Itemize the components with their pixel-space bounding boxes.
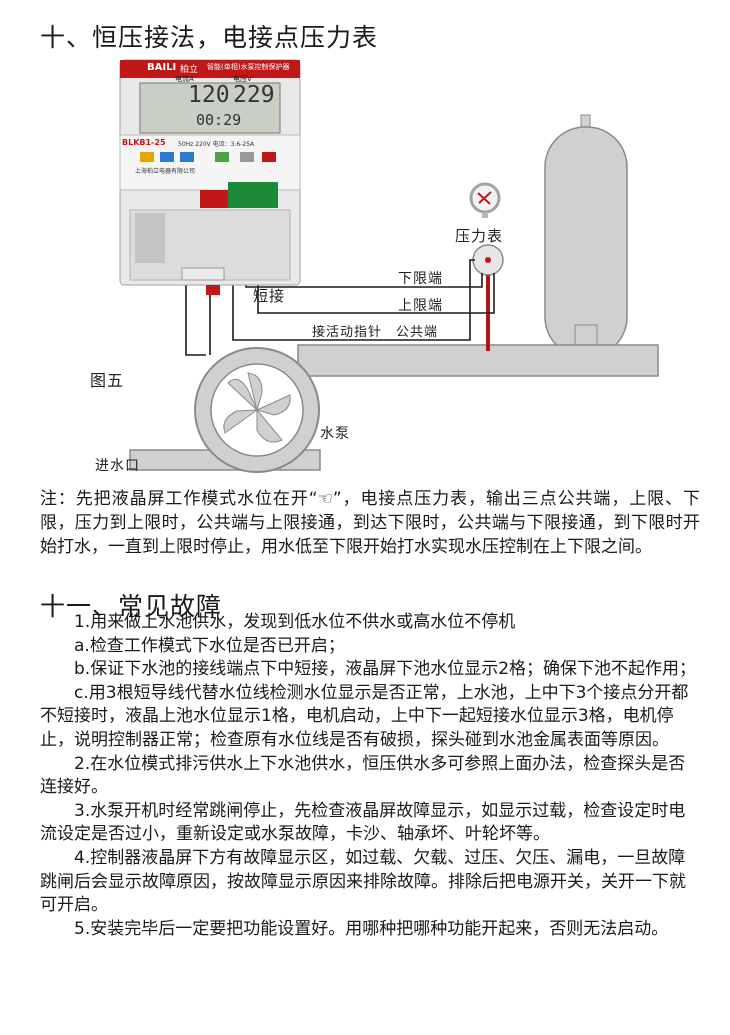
device-col-a: 电流A xyxy=(175,75,194,83)
label-pump: 水泵 xyxy=(320,426,350,442)
section-heading-10: 十、恒压接法，电接点压力表 xyxy=(40,23,379,52)
fault-list: 1.用来做上水池供水，发现到低水位不供水或高水位不停机 a.检查工作模式下水位是… xyxy=(40,611,700,941)
fault-item: b.保证下水池的接线端点下中短接，液晶屏下池水位显示2格；确保下池不起作用； xyxy=(40,659,697,680)
lcd-voltage: 229 xyxy=(233,82,275,108)
note-text: 注：先把液晶屏工作模式水位在开“☜”，电接点压力表，输出三点公共端，上限、下限，… xyxy=(40,489,700,557)
fault-item: 2.在水位模式排污供水上下水池供水，恒压供水多可参照上面办法，检查探头是否连接好… xyxy=(40,753,686,798)
outlet-pipe xyxy=(297,344,659,377)
gauge-photo xyxy=(469,182,501,218)
device-subtitle: 智能(单相)水泵控制保护器 xyxy=(207,63,290,71)
label-upper-limit: 上限端 xyxy=(398,298,443,314)
label-common: 接活动指针 公共端 xyxy=(312,325,439,340)
lcd-time: 00:29 xyxy=(196,111,242,129)
fault-item: 1.用来做上水池供水，发现到低水位不供水或高水位不停机 xyxy=(40,612,516,632)
device-spec: 50Hz 220V 电流：3.6-25A xyxy=(178,141,255,148)
fault-item: 5.安装完毕后一定要把功能设置好。用哪种把哪种功能开起来，否则无法启动。 xyxy=(40,918,669,939)
section-heading-11: 十一、常见故障 xyxy=(40,592,223,621)
device-col-v: 电压V xyxy=(233,75,252,83)
label-lower-limit: 下限端 xyxy=(398,271,443,287)
fault-item: 3.水泵开机时经常跳闸停止，先检查液晶屏故障显示，如显示过载，检查设定时电流设定… xyxy=(40,800,686,845)
diagram-drawing xyxy=(119,59,659,473)
label-inlet: 进水口 xyxy=(95,458,140,474)
lcd-current: 120 xyxy=(188,82,230,108)
label-figure: 图五 xyxy=(90,371,125,390)
note-paragraph: 注：先把液晶屏工作模式水位在开“☜”，电接点压力表，输出三点公共端，上限、下限，… xyxy=(40,487,700,559)
pressure-tank xyxy=(544,114,628,376)
device-model: BLKB1-25 xyxy=(122,138,166,147)
device-brand-cn: 柏立 xyxy=(180,65,199,75)
label-gauge: 压力表 xyxy=(455,227,504,245)
pressure-gauge-icon xyxy=(472,244,504,351)
fault-item: c.用3根短导线代替水位线检测水位显示是否正常，上水池，上中下3个接点分开都不短… xyxy=(40,682,689,750)
fault-item: a.检查工作模式下水位是否已开启； xyxy=(40,635,345,656)
device-maker: 上海柏立电器有限公司 xyxy=(135,168,196,175)
fault-item: 4.控制器液晶屏下方有故障显示区，如过载、欠载、过压、欠压、漏电，一旦故障跳闸后… xyxy=(40,847,686,916)
controller-device xyxy=(119,59,301,295)
device-brand: BAILI xyxy=(147,62,177,73)
wiring-diagram: BAILI 柏立 智能(单相)水泵控制保护器 电流A 电压V 120 229 0… xyxy=(0,55,730,485)
label-short: 短接 xyxy=(253,287,286,305)
pump-icon xyxy=(194,347,320,473)
